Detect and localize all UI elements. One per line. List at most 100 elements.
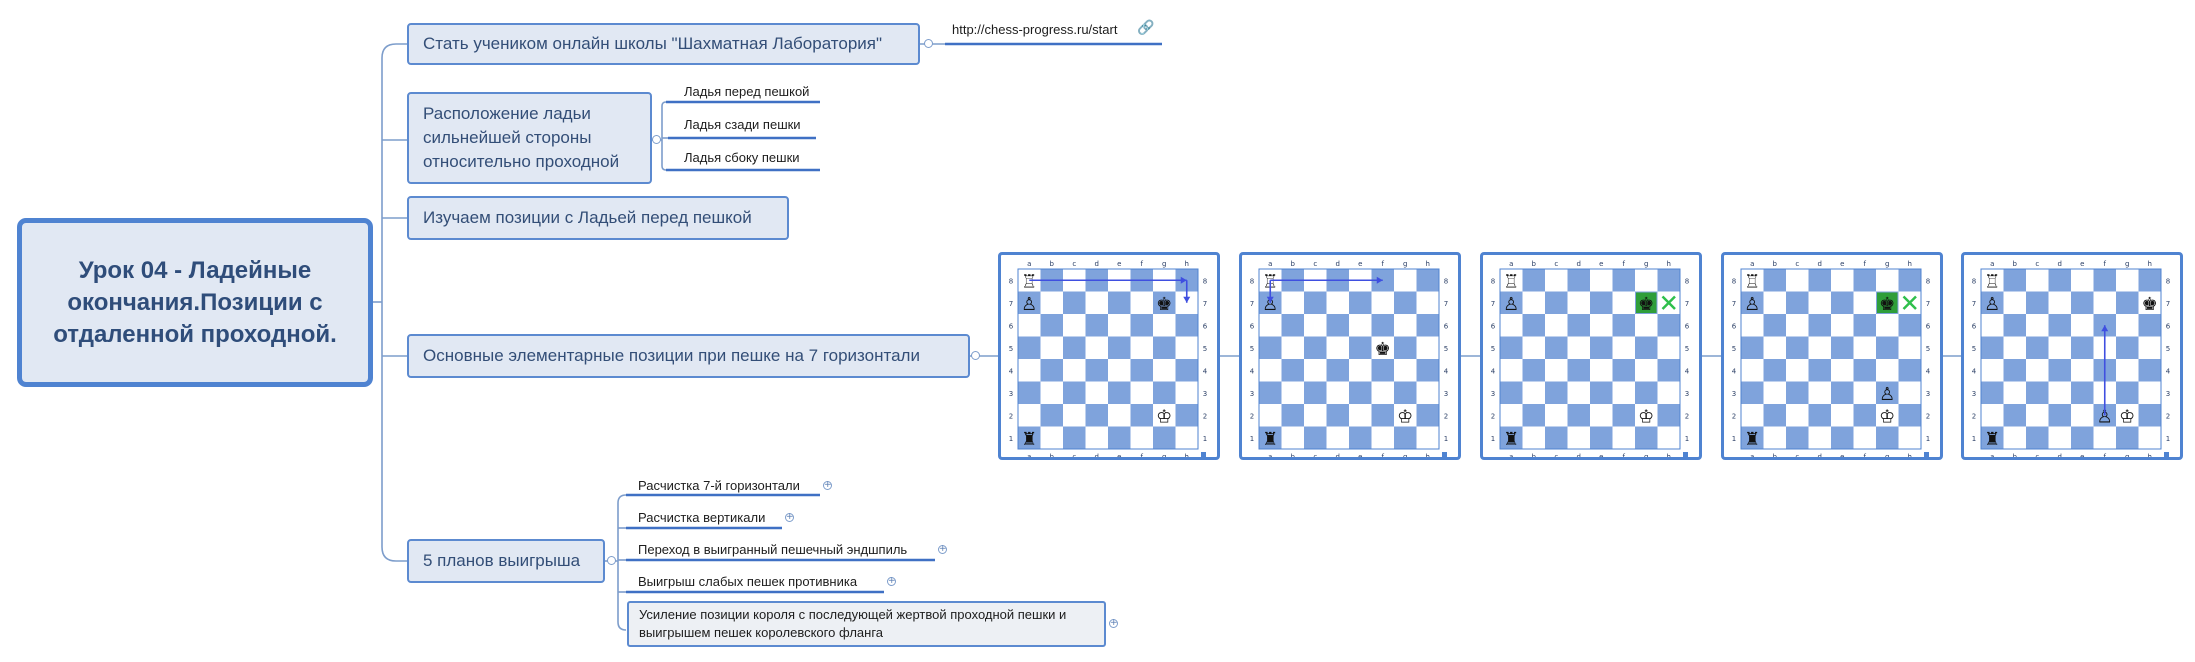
expand-toggle[interactable]: + <box>938 544 947 554</box>
topic-five-winning-plans[interactable]: 5 планов выигрыша <box>407 539 605 583</box>
board-square <box>1786 404 1809 427</box>
plan-clear-file[interactable]: Расчистка вертикали <box>638 510 766 525</box>
board-square <box>1500 404 1523 427</box>
file-coordinate: d <box>2058 260 2062 268</box>
board-square <box>1500 381 1523 404</box>
board-square <box>2026 404 2049 427</box>
board-square <box>1371 426 1394 449</box>
subtopic-rook-in-front[interactable]: Ладья перед пешкой <box>684 84 810 99</box>
plan-pawn-endgame[interactable]: Переход в выигранный пешечный эндшпиль <box>638 542 908 557</box>
board-square <box>1657 404 1680 427</box>
board-square <box>1763 426 1786 449</box>
rank-coordinate: 5 <box>1685 345 1689 353</box>
white-rook-piece: ♖ <box>1984 272 2000 293</box>
board-square <box>1416 314 1439 337</box>
rank-coordinate: 6 <box>1926 322 1931 330</box>
rank-coordinate: 2 <box>1972 412 1976 420</box>
board-square <box>2138 291 2161 314</box>
rank-coordinate: 8 <box>1444 277 1448 285</box>
board-square <box>1522 381 1545 404</box>
file-coordinate: d <box>1577 260 1581 268</box>
board-square <box>1545 336 1568 359</box>
rank-coordinate: 3 <box>2166 390 2170 398</box>
board-square <box>1786 359 1809 382</box>
file-coordinate: b <box>1773 260 1778 268</box>
board-square <box>2071 359 2094 382</box>
collapse-toggle[interactable] <box>971 351 980 360</box>
rank-coordinate: 5 <box>1732 345 1736 353</box>
collapse-toggle[interactable] <box>607 556 616 565</box>
board-square <box>1898 381 1921 404</box>
board-square <box>1018 291 1041 314</box>
rank-coordinate: 2 <box>1732 412 1736 420</box>
board-square <box>1808 291 1831 314</box>
rank-coordinate: 3 <box>1444 390 1448 398</box>
file-coordinate: d <box>1818 453 1822 457</box>
side-to-move-marker <box>1442 452 1447 457</box>
link-icon[interactable]: 🔗 <box>1137 19 1155 35</box>
board-square <box>1281 404 1304 427</box>
expand-toggle[interactable]: + <box>823 480 832 490</box>
file-coordinate: d <box>1336 453 1340 457</box>
board-square <box>1657 336 1680 359</box>
board-square <box>1590 404 1613 427</box>
board-square <box>1040 381 1063 404</box>
rank-coordinate: 8 <box>1926 277 1930 285</box>
board-square <box>1018 381 1041 404</box>
rank-coordinate: 3 <box>1203 390 1207 398</box>
rank-coordinate: 4 <box>1491 367 1496 375</box>
board-square <box>1153 426 1176 449</box>
file-coordinate: c <box>1313 453 1317 457</box>
hyperlink-text[interactable]: http://chess-progress.ru/start <box>952 22 1118 37</box>
subtopic-rook-behind[interactable]: Ладья сзади пешки <box>684 117 801 132</box>
file-coordinate: e <box>1358 260 1362 268</box>
rank-coordinate: 2 <box>1491 412 1495 420</box>
file-coordinate: a <box>1750 260 1754 268</box>
board-square <box>2048 269 2071 292</box>
board-square <box>1326 426 1349 449</box>
board-square <box>2026 336 2049 359</box>
topic-rook-in-front-study[interactable]: Изучаем позиции с Ладьей перед пешкой <box>407 196 789 240</box>
collapse-toggle[interactable] <box>652 135 661 144</box>
rank-coordinate: 7 <box>1009 300 1013 308</box>
plan-win-weak-pawns[interactable]: Выигрыш слабых пешек противника <box>638 574 858 589</box>
expand-toggle[interactable]: + <box>887 576 896 586</box>
board-square <box>2116 381 2139 404</box>
board-square <box>1635 426 1658 449</box>
expand-toggle[interactable]: + <box>785 512 794 522</box>
black-king-piece: ♚ <box>2142 294 2158 315</box>
board-square <box>1371 291 1394 314</box>
topic-school-signup[interactable]: Стать учеником онлайн школы "Шахматная Л… <box>407 23 920 65</box>
plan-king-activation[interactable]: Усиление позиции короля с последующей же… <box>627 601 1106 647</box>
file-coordinate: f <box>1382 453 1385 457</box>
expand-toggle[interactable]: + <box>1109 618 1118 628</box>
board-square <box>1371 359 1394 382</box>
file-coordinate: a <box>1509 260 1513 268</box>
file-coordinate: a <box>1027 453 1031 457</box>
side-to-move-marker <box>2164 452 2169 457</box>
file-coordinate: h <box>1908 453 1912 457</box>
board-square <box>1853 381 1876 404</box>
rank-coordinate: 8 <box>2166 277 2170 285</box>
rank-coordinate: 5 <box>1203 345 1207 353</box>
file-coordinate: h <box>1185 260 1189 268</box>
board-square <box>1500 314 1523 337</box>
board-square <box>2138 359 2161 382</box>
board-square <box>1153 336 1176 359</box>
collapse-toggle[interactable] <box>924 39 933 48</box>
subtopic-rook-side[interactable]: Ладья сбоку пешки <box>684 150 800 165</box>
board-square <box>1416 291 1439 314</box>
topic-rook-placement[interactable]: Расположение ладьи сильнейшей стороны от… <box>407 92 652 184</box>
rank-coordinate: 4 <box>1203 367 1208 375</box>
black-king-piece: ♚ <box>1879 294 1895 315</box>
rank-coordinate: 3 <box>1250 390 1254 398</box>
plan-clear-7th-rank[interactable]: Расчистка 7-й горизонтали <box>638 478 800 493</box>
file-coordinate: d <box>2058 453 2062 457</box>
board-square <box>1898 404 1921 427</box>
board-square <box>1981 381 2004 404</box>
central-topic[interactable]: Урок 04 - Ладейные окончания.Позиции с о… <box>17 218 373 387</box>
board-square <box>1763 404 1786 427</box>
file-coordinate: g <box>1403 453 1407 457</box>
topic-elementary-positions[interactable]: Основные элементарные позиции при пешке … <box>407 334 970 378</box>
board-square <box>1522 359 1545 382</box>
